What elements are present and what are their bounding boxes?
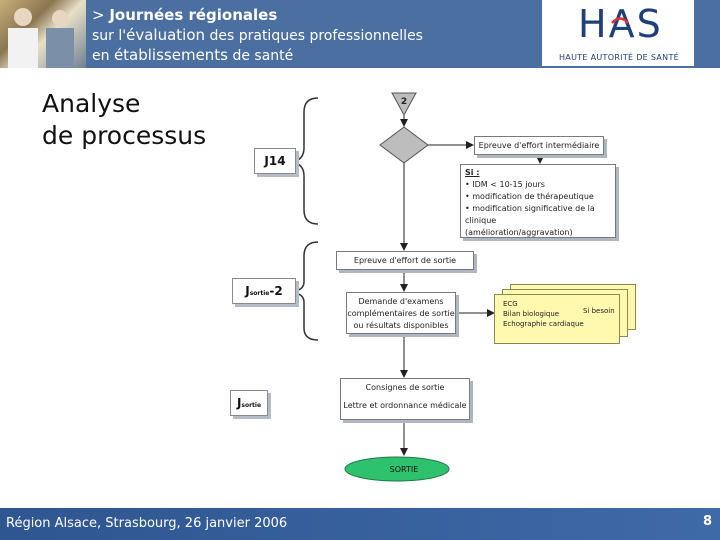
header-text: en bbox=[92, 48, 114, 64]
photo-figure bbox=[52, 10, 68, 26]
j14-label: J14 bbox=[254, 148, 296, 174]
start-marker-label: 2 bbox=[401, 97, 407, 107]
footer-location-date: Région Alsace, Strasbourg, 26 janvier 20… bbox=[6, 516, 288, 531]
exam-documents: ECG Bilan biologique Echographie cardiaq… bbox=[494, 294, 620, 344]
demande-line: ou résultats disponibles bbox=[353, 321, 449, 330]
header-text: des pratiques professionnelles bbox=[205, 28, 423, 44]
photo-coat bbox=[46, 28, 74, 68]
logo-letters: HAS bbox=[578, 2, 663, 46]
consignes-label: Consignes de sortie bbox=[365, 383, 445, 392]
header-text: sur l' bbox=[92, 28, 127, 44]
jsortie2-main: J bbox=[245, 284, 250, 298]
jsortie2-suffix: -2 bbox=[269, 284, 283, 298]
si-title: Si : bbox=[465, 168, 480, 177]
slide-title: Analyse de processus bbox=[42, 88, 206, 152]
has-logo: HAS HAUTE AUTORITÉ DE SANTÉ bbox=[542, 0, 694, 66]
si-item: • modification de thérapeutique bbox=[465, 192, 594, 201]
start-marker-shape bbox=[391, 92, 417, 117]
page-number: 8 bbox=[702, 514, 712, 529]
jsortie2-sub: sortie bbox=[249, 290, 270, 297]
jsortie-main: J bbox=[236, 396, 242, 410]
exam-item: Bilan biologique bbox=[503, 310, 560, 318]
slide-title-line: Analyse bbox=[42, 89, 141, 118]
header-banner: > Journées régionales sur l'évaluation d… bbox=[0, 0, 720, 68]
si-conditions-box: Si : • IDM < 10-15 jours • modification … bbox=[460, 164, 616, 238]
header-text: de santé bbox=[228, 48, 294, 64]
header-text-emphasis: évaluation bbox=[126, 26, 206, 44]
lettre-label: Lettre et ordonnance médicale bbox=[343, 401, 467, 410]
jsortie-minus2-label: Jsortie-2 bbox=[232, 278, 296, 304]
header-arrow: > bbox=[92, 6, 110, 24]
sortie-label: SORTIE bbox=[390, 465, 419, 474]
header-line2: sur l'évaluation des pratiques professio… bbox=[92, 26, 423, 46]
exam-item: ECG bbox=[503, 300, 518, 308]
logo-accent-icon bbox=[611, 17, 629, 24]
sortie-terminal bbox=[344, 456, 450, 482]
demande-line: Demande d'examens bbox=[358, 297, 444, 306]
logo-subtitle: HAUTE AUTORITÉ DE SANTÉ bbox=[558, 53, 680, 62]
epreuve-sortie-box: Epreuve d'effort de sortie bbox=[336, 251, 474, 270]
header-photo bbox=[0, 0, 86, 68]
header-event-title: Journées régionales bbox=[109, 6, 278, 24]
photo-coat bbox=[8, 28, 38, 68]
header-line1: > Journées régionales bbox=[92, 6, 277, 25]
consignes-sortie-box: Consignes de sortie Lettre et ordonnance… bbox=[340, 378, 470, 420]
photo-figure bbox=[14, 8, 32, 26]
epreuve-intermediaire-box: Epreuve d'effort intermédiaire bbox=[474, 136, 604, 155]
demande-examens-box: Demande d'examens complémentaires de sor… bbox=[346, 292, 456, 334]
footer-bar: Région Alsace, Strasbourg, 26 janvier 20… bbox=[0, 508, 720, 540]
si-besoin-label: Si besoin bbox=[583, 307, 615, 315]
slide-title-line: de processus bbox=[42, 121, 207, 150]
jsortie-label: Jsortie bbox=[230, 390, 268, 416]
exam-list: ECG Bilan biologique Echographie cardiaq… bbox=[503, 299, 584, 329]
exam-item: Echographie cardiaque bbox=[503, 320, 584, 328]
process-flowchart: 2 SORTIE bbox=[291, 92, 544, 482]
decision-diamond bbox=[379, 126, 429, 164]
si-item: • modification significative de la clini… bbox=[465, 204, 595, 225]
si-item: • IDM < 10-15 jours bbox=[465, 180, 545, 189]
header-line3: en établissements de santé bbox=[92, 46, 293, 66]
demande-line: complémentaires de sortie bbox=[347, 309, 455, 318]
header-text-emphasis: établissements bbox=[113, 46, 228, 64]
jsortie-sub: sortie bbox=[241, 402, 262, 409]
si-item: (amélioration/aggravation) bbox=[465, 228, 573, 237]
